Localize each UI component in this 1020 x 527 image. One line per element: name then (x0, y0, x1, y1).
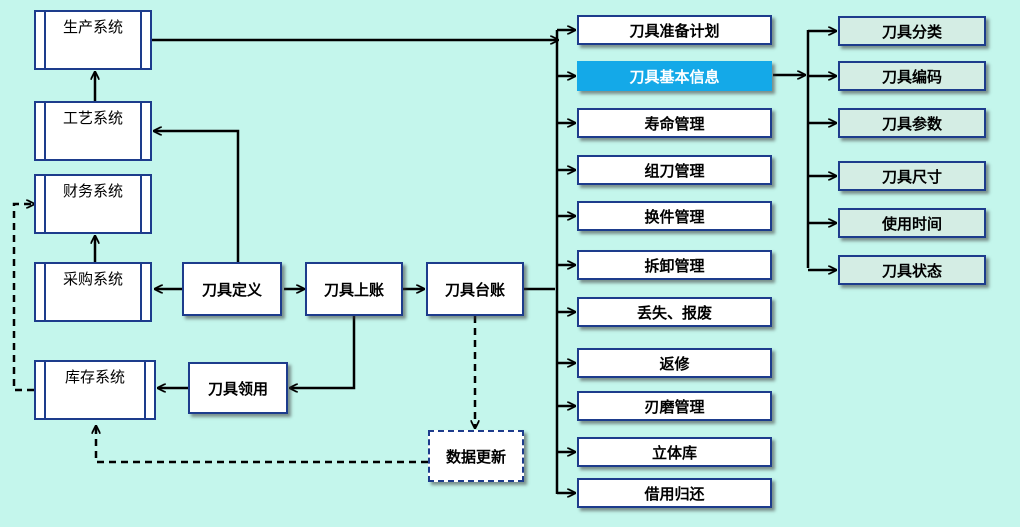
tool-requisition-box: 刀具领用 (188, 362, 288, 414)
module-box: 丢失、报废 (577, 297, 772, 327)
tool-booking-box: 刀具上账 (305, 262, 403, 316)
purchase-system-box: 采购系统 (34, 262, 152, 322)
module-box: 刀具基本信息 (577, 61, 772, 91)
module-box: 刃磨管理 (577, 391, 772, 421)
module-box: 换件管理 (577, 201, 772, 231)
module-box: 返修 (577, 348, 772, 378)
arrow-definition-to-process (154, 131, 240, 262)
module-box: 组刀管理 (577, 155, 772, 185)
purchase-system-label: 采购系统 (62, 270, 123, 288)
module-box: 刀具准备计划 (577, 15, 772, 45)
dashed-data-update-to-inventory (96, 426, 428, 464)
finance-system-box: 财务系统 (34, 174, 152, 234)
process-system-box: 工艺系统 (34, 101, 152, 161)
inventory-system-label: 库存系统 (64, 368, 125, 386)
attribute-box: 刀具状态 (838, 255, 986, 285)
tool-definition-box: 刀具定义 (182, 262, 282, 316)
dashed-inventory-to-finance (12, 204, 34, 392)
attribute-box: 刀具参数 (838, 108, 986, 138)
module-box: 拆卸管理 (577, 250, 772, 280)
attribute-box: 刀具尺寸 (838, 161, 986, 191)
arrow-booking-to-requisition (290, 316, 356, 388)
inventory-system-box: 库存系统 (34, 360, 156, 420)
tool-ledger-box: 刀具台账 (426, 262, 524, 316)
module-box: 立体库 (577, 437, 772, 467)
attribute-box: 刀具编码 (838, 61, 986, 91)
production-system-label: 生产系统 (62, 18, 123, 36)
production-system-box: 生产系统 (34, 10, 152, 70)
module-box: 寿命管理 (577, 108, 772, 138)
module-box: 借用归还 (577, 478, 772, 508)
attribute-box: 使用时间 (838, 208, 986, 238)
process-system-label: 工艺系统 (62, 109, 123, 127)
finance-system-label: 财务系统 (62, 182, 123, 200)
data-update-box: 数据更新 (428, 430, 524, 482)
attribute-box: 刀具分类 (838, 16, 986, 46)
